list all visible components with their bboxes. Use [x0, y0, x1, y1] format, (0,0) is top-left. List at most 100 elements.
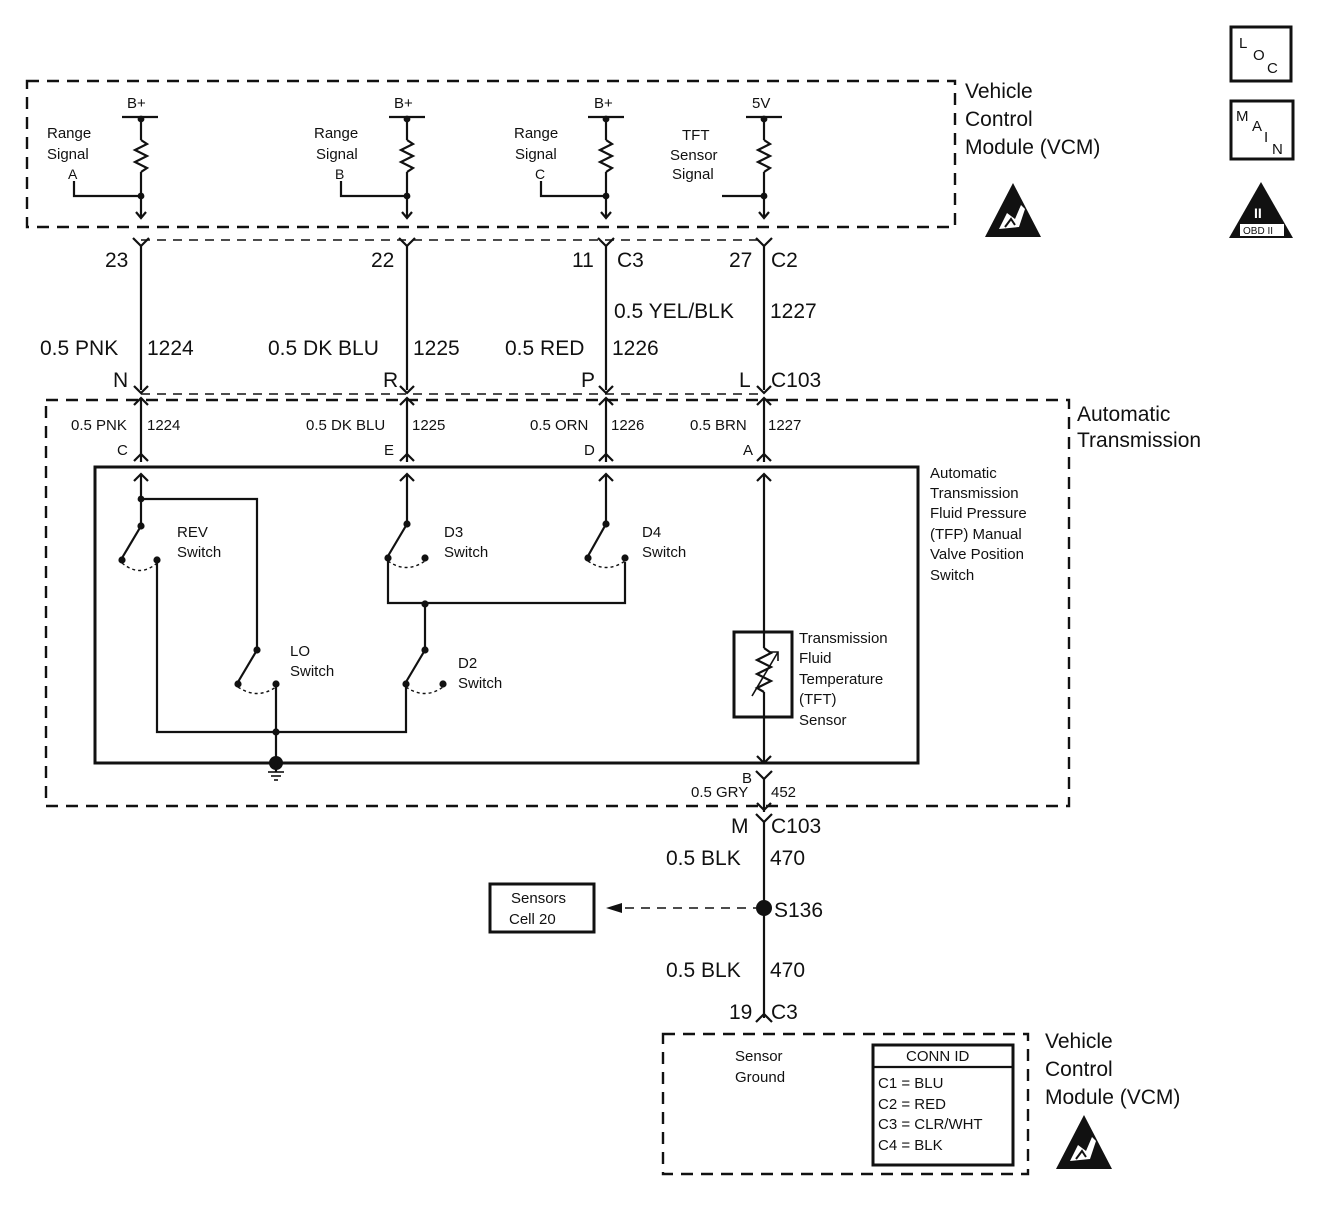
input-label-line3: Signal [672, 166, 714, 183]
sensors-cell-20-reference[interactable]: Sensors Cell 20 [488, 882, 596, 934]
svg-text:L: L [1239, 35, 1247, 52]
tfp-label-line2: Transmission [930, 485, 1019, 502]
wire-red-label: 0.5 RED [505, 337, 584, 360]
input-label-line2: Signal [515, 146, 557, 163]
vcm-input-range-a: B+ Range Signal A [47, 95, 158, 220]
wire-blk-label-1: 0.5 BLK [666, 847, 741, 870]
tft-label-line5: Sensor [799, 712, 847, 729]
vcm-top-module: Vehicle Control Module (VCM) B+ Range Si… [25, 79, 1100, 237]
tft-label-line3: Temperature [799, 671, 883, 688]
supply-label: B+ [127, 95, 146, 112]
trans-wire-dkblu-circuit: 1225 [412, 417, 445, 434]
transmission-title-line2: Transmission [1077, 429, 1201, 452]
tfp-label-line6: Switch [930, 567, 974, 584]
tfp-label-line4: (TFP) Manual [930, 526, 1022, 543]
wire-red-circuit: 1226 [612, 337, 659, 360]
lo-switch-label1: LO [290, 643, 310, 660]
input-label-line2: Sensor [670, 147, 718, 164]
sensor-ground-line2: Ground [735, 1069, 785, 1086]
pin-22: 22 [371, 249, 394, 272]
terminal-c: C [117, 442, 128, 459]
loc-icon: L O C [1229, 25, 1293, 83]
conn-id-row-c1: C1 = BLU [878, 1075, 943, 1092]
lo-switch-label2: Switch [290, 663, 334, 680]
conn-id-row-c3: C3 = CLR/WHT [878, 1116, 983, 1133]
transmission-boundary [44, 398, 1071, 808]
main-icon: M A I N [1229, 99, 1295, 161]
svg-text:N: N [1272, 141, 1283, 158]
tft-label-line1: Transmission [799, 630, 888, 647]
splice-s136-dot [756, 900, 772, 916]
wire-blk-circuit-1: 470 [770, 847, 805, 870]
trans-wire-brn-label: 0.5 BRN [690, 417, 747, 434]
conn-id-table: CONN ID C1 = BLU C2 = RED C3 = CLR/WHT C… [871, 1043, 1015, 1167]
svg-text:I: I [1264, 129, 1268, 146]
d3-switch-label1: D3 [444, 524, 463, 541]
terminal-e: E [384, 442, 394, 459]
vcm-top-title-line2: Control [965, 108, 1033, 131]
c103-pin-n: N [113, 369, 128, 392]
splice-s136-label: S136 [774, 899, 823, 922]
tfp-label-line5: Valve Position [930, 546, 1024, 563]
wire-yelblk-label: 0.5 YEL/BLK [614, 300, 734, 323]
vcm-pin-19: 19 [729, 1001, 752, 1024]
input-label-line2: Signal [47, 146, 89, 163]
d3-switch: D3 Switch [384, 474, 627, 605]
d4-switch-label1: D4 [642, 524, 661, 541]
supply-label: 5V [752, 95, 770, 112]
d2-switch-label1: D2 [458, 655, 477, 672]
pin-23: 23 [105, 249, 128, 272]
esd-sensitive-icon [1056, 1115, 1112, 1169]
obd-ii-icon: II OBD II [1229, 182, 1293, 238]
wire-blk-label-2: 0.5 BLK [666, 959, 741, 982]
input-label-line1: TFT [682, 127, 710, 144]
svg-text:O: O [1253, 47, 1265, 64]
conn-id-header: CONN ID [906, 1048, 970, 1065]
reference-arrow-icon [606, 903, 622, 913]
wire-dkblu-circuit: 1225 [413, 337, 460, 360]
svg-text:C: C [1267, 60, 1278, 77]
wire-yelblk-circuit: 1227 [770, 300, 817, 323]
supply-label: B+ [594, 95, 613, 112]
terminal-b: B [742, 770, 752, 787]
conn-id-row-c2: C2 = RED [878, 1096, 946, 1113]
wire-pnk-circuit: 1224 [147, 337, 194, 360]
esd-sensitive-icon [985, 183, 1041, 237]
trans-wire-dkblu-label: 0.5 DK BLU [306, 417, 385, 434]
ref-box-line2: Cell 20 [509, 911, 556, 928]
upper-wires: 0.5 PNK 1224 0.5 DK BLU 1225 0.5 RED 122… [40, 246, 817, 390]
d4-switch-label2: Switch [642, 544, 686, 561]
input-label-line3: A [68, 166, 78, 182]
vcm-top-boundary [25, 79, 957, 229]
vcm-input-range-c: B+ Range Signal C [514, 95, 624, 220]
vcm-bottom-module: Sensor Ground Vehicle Control Module (VC… [661, 1030, 1180, 1176]
d2-switch-label2: Switch [458, 675, 502, 692]
rev-switch-label2: Switch [177, 544, 221, 561]
trans-wire-orn-label: 0.5 ORN [530, 417, 588, 434]
trans-wire-pnk-label: 0.5 PNK [71, 417, 127, 434]
input-label-line3: C [535, 166, 545, 182]
c103-pin-p: P [581, 369, 595, 392]
vcm-bottom-title-line2: Control [1045, 1058, 1113, 1081]
vcm-input-tft-signal: 5V TFT Sensor Signal [670, 95, 782, 220]
svg-text:M: M [1236, 108, 1249, 125]
trans-wire-gry-label: 0.5 GRY [691, 784, 748, 801]
svg-text:II: II [1254, 205, 1262, 221]
vcm-bottom-title-line1: Vehicle [1045, 1030, 1113, 1053]
sensor-ground-line1: Sensor [735, 1048, 783, 1065]
vcm-upper-connector: 23 22 11 C3 27 C2 [105, 237, 798, 272]
ref-box-line1: Sensors [511, 890, 566, 907]
tfp-switch-assembly [93, 465, 920, 765]
connector-c2: C2 [771, 249, 798, 272]
vcm-top-title-line1: Vehicle [965, 80, 1033, 103]
vcm-connector-c3: C3 [771, 1001, 798, 1024]
trans-wire-gry-circuit: 452 [771, 784, 796, 801]
tft-sensor: Transmission Fluid Temperature (TFT) Sen… [732, 474, 888, 765]
automatic-transmission: Automatic Transmission 0.5 PNK 1224 0.5 … [44, 398, 1201, 812]
d4-switch: D4 Switch [584, 474, 686, 569]
terminal-a: A [743, 442, 753, 459]
ground-icon [268, 756, 284, 781]
tfp-label-line1: Automatic [930, 465, 997, 482]
input-label-line1: Range [514, 125, 558, 142]
